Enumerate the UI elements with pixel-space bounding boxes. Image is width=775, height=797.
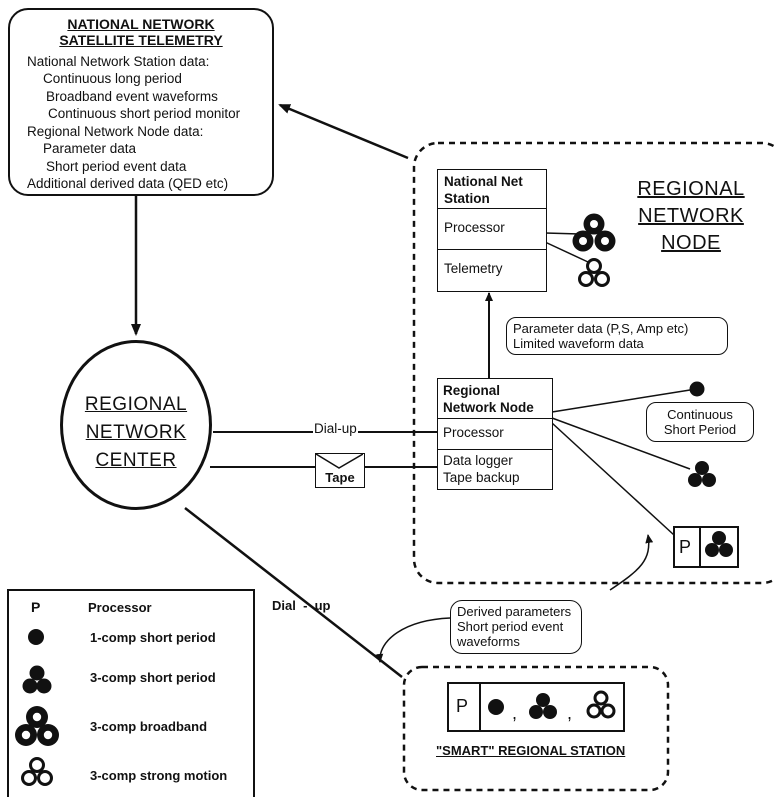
legend-strong-motion-label: 3-comp strong motion bbox=[90, 768, 228, 783]
continuous-callout-line2: Short Period bbox=[663, 422, 737, 437]
net-to-broadband bbox=[544, 232, 581, 235]
derived-curve-left bbox=[375, 617, 451, 663]
regional-node-title-line2: NETWORK bbox=[638, 205, 744, 227]
smart-sep-1: , bbox=[512, 703, 518, 723]
node-to-1comp bbox=[551, 389, 691, 413]
three-comp-sp-symbol-icon bbox=[688, 461, 716, 487]
center-title-line1: REGIONAL bbox=[84, 394, 188, 415]
strong-motion-symbol-icon bbox=[578, 258, 610, 287]
tape-envelope: Tape bbox=[315, 453, 365, 488]
legend-box bbox=[7, 589, 255, 797]
one-comp-symbol-icon bbox=[689, 381, 705, 397]
regional-node-processor-label: Processor bbox=[443, 425, 504, 440]
legend-p-symbol: P bbox=[31, 599, 41, 615]
legend-1comp-label: 1-comp short period bbox=[90, 630, 216, 645]
envelope-flap-icon bbox=[316, 454, 363, 469]
node-p-box-3comp-icon bbox=[705, 531, 733, 557]
node-p-letter: P bbox=[679, 537, 692, 557]
satellite-line: Broadband event waveforms bbox=[46, 89, 218, 104]
center-title-line3: CENTER bbox=[95, 450, 177, 471]
broadband-symbol-icon bbox=[572, 213, 616, 252]
derived-callout-line1: Derived parameters bbox=[457, 604, 572, 619]
regional-node-header-line2: Network Node bbox=[443, 400, 534, 415]
national-net-processor-cell: Processor bbox=[438, 208, 546, 249]
satellite-title-line2: SATELLITE TELEMETRY bbox=[59, 32, 223, 48]
national-net-header-line1: National Net bbox=[444, 174, 523, 189]
national-net-header-line2: Station bbox=[444, 191, 490, 206]
parameter-data-callout: Parameter data (P,S, Amp etc) Limited wa… bbox=[506, 317, 728, 355]
arrow-node-to-satellite bbox=[278, 103, 409, 160]
satellite-telemetry-box: NATIONAL NETWORK SATELLITE TELEMETRY Nat… bbox=[8, 8, 274, 196]
smart-1comp-icon bbox=[488, 699, 504, 715]
smart-p-letter: P bbox=[456, 696, 469, 716]
smart-sep-2: , bbox=[567, 703, 573, 723]
regional-node-logger-line1: Data logger bbox=[443, 453, 513, 468]
smart-station-label: "SMART" REGIONAL STATION bbox=[436, 743, 626, 758]
regional-network-node-box: Regional Network Node Processor Data log… bbox=[437, 378, 553, 490]
parameter-callout-line1: Parameter data (P,S, Amp etc) bbox=[513, 321, 689, 336]
center-title-line2: NETWORK bbox=[85, 422, 187, 443]
derived-callout-line2: Short period event bbox=[457, 619, 564, 634]
legend-strong-motion-icon bbox=[21, 757, 53, 786]
regional-network-center: REGIONAL NETWORK CENTER bbox=[60, 340, 212, 510]
parameter-callout-line2: Limited waveform data bbox=[513, 336, 644, 351]
satellite-line: Short period event data bbox=[46, 159, 187, 174]
dialup-smart-link bbox=[184, 507, 403, 678]
legend-1comp-icon bbox=[28, 629, 44, 645]
node-to-smart-p bbox=[551, 422, 675, 536]
smart-3comp-sp-icon bbox=[529, 693, 557, 719]
satellite-line: Parameter data bbox=[43, 141, 137, 156]
satellite-line: National Network Station data: bbox=[27, 54, 210, 69]
net-to-strongmotion bbox=[544, 241, 589, 263]
satellite-line: Continuous short period monitor bbox=[48, 106, 241, 121]
node-to-3comp bbox=[551, 417, 691, 470]
continuous-short-period-callout: Continuous Short Period bbox=[646, 402, 754, 442]
legend-processor-label: Processor bbox=[88, 600, 152, 615]
tape-label: Tape bbox=[325, 470, 355, 485]
national-net-telemetry-cell: Telemetry bbox=[438, 249, 546, 290]
satellite-line: Regional Network Node data: bbox=[27, 124, 204, 139]
derived-parameters-callout: Derived parameters Short period event wa… bbox=[450, 600, 582, 654]
regional-node-logger-cell: Data logger Tape backup bbox=[438, 449, 552, 488]
national-net-telemetry-label: Telemetry bbox=[444, 261, 503, 276]
regional-node-title: REGIONAL NETWORK NODE bbox=[626, 176, 756, 257]
legend-broadband-icon bbox=[15, 706, 59, 746]
center-title: REGIONAL NETWORK CENTER bbox=[63, 391, 209, 475]
national-net-station-box: National Net Station Processor Telemetry bbox=[437, 169, 547, 292]
continuous-callout-line1: Continuous bbox=[667, 407, 733, 422]
regional-node-title-line3: NODE bbox=[661, 232, 721, 254]
regional-node-title-line1: REGIONAL bbox=[637, 178, 745, 200]
smart-strong-motion-icon bbox=[586, 690, 616, 719]
satellite-line: Additional derived data (QED etc) bbox=[27, 176, 229, 191]
regional-node-header-line1: Regional bbox=[443, 383, 501, 398]
legend-3comp-sp-label: 3-comp short period bbox=[90, 670, 216, 685]
satellite-line: Continuous long period bbox=[43, 71, 182, 86]
derived-curve-right bbox=[609, 534, 654, 591]
dialup-smart-label: Dial - up bbox=[272, 598, 331, 613]
dialup-node-label: Dial-up bbox=[313, 421, 358, 436]
regional-node-logger-line2: Tape backup bbox=[443, 470, 520, 485]
legend-3comp-sp-icon bbox=[22, 665, 52, 694]
national-net-processor-label: Processor bbox=[444, 220, 505, 235]
legend-broadband-label: 3-comp broadband bbox=[90, 719, 208, 734]
satellite-title-line1: NATIONAL NETWORK bbox=[67, 16, 215, 32]
derived-callout-line3: waveforms bbox=[457, 634, 520, 649]
smart-station-boundary bbox=[402, 665, 670, 792]
regional-node-processor-cell: Processor bbox=[438, 418, 552, 449]
